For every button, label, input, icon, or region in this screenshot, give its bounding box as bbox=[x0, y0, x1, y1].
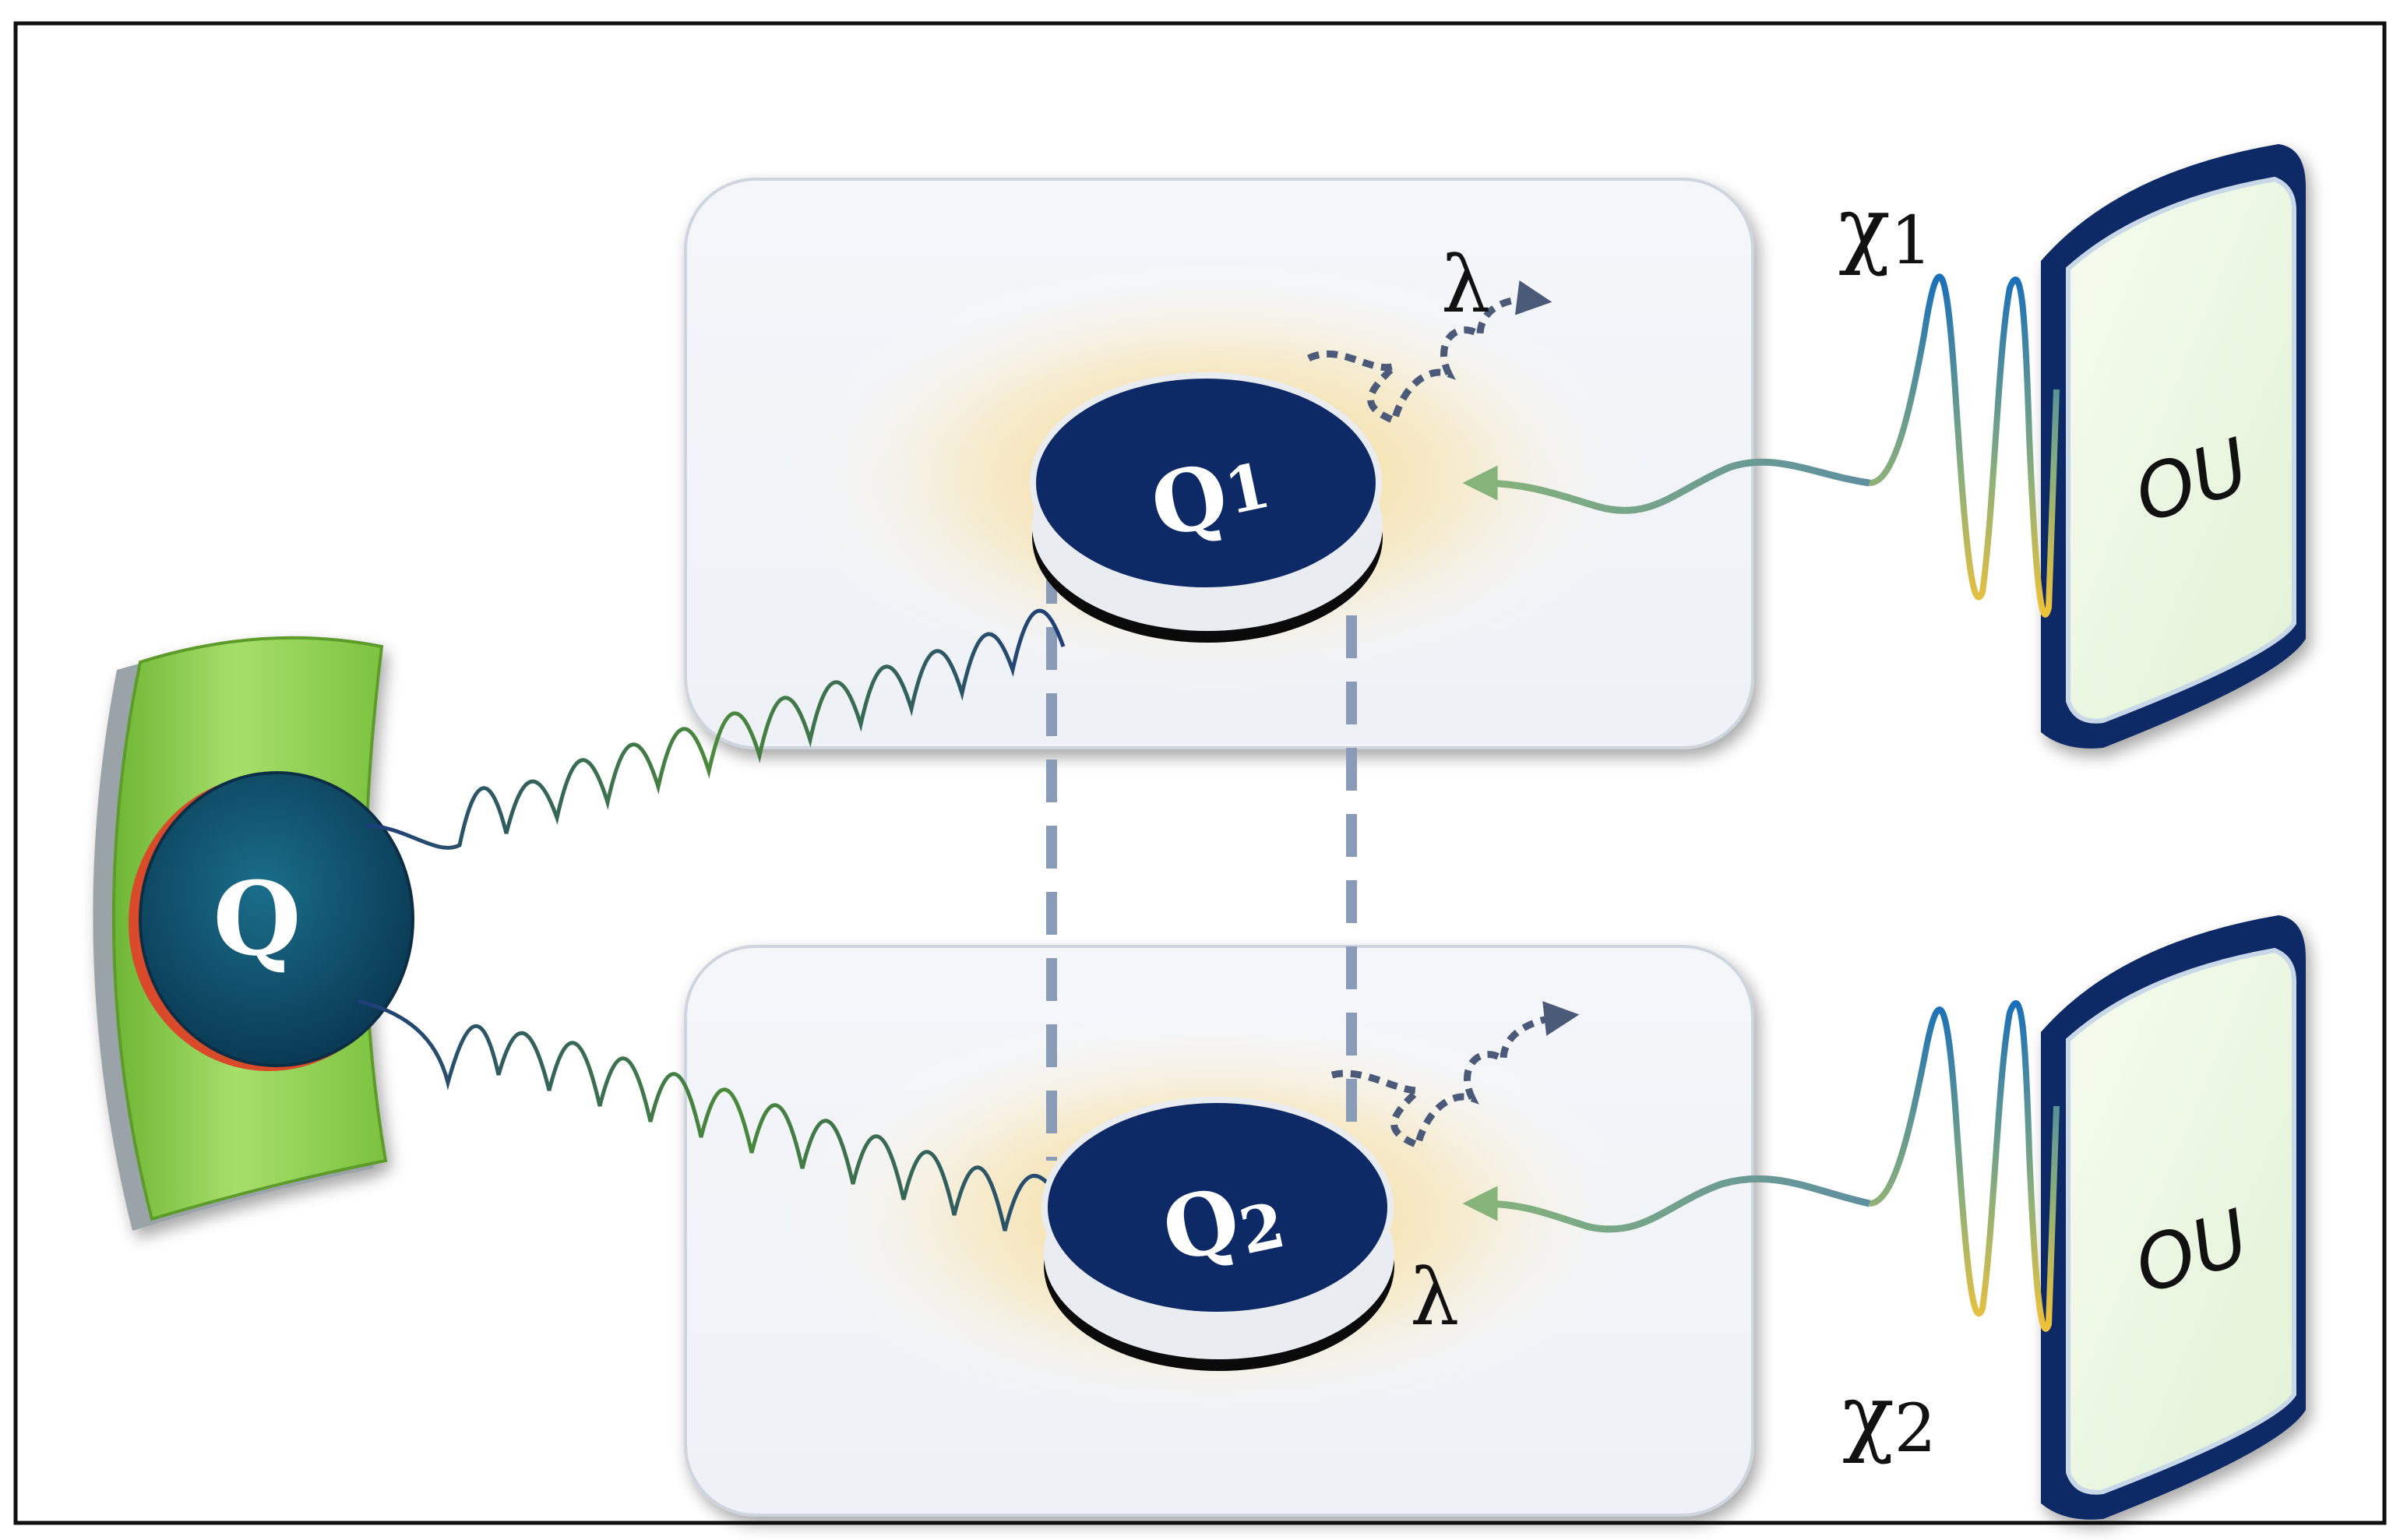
lambda-bottom-label: λ bbox=[1410, 1252, 1459, 1343]
drive-arrow-bottom bbox=[1462, 1175, 1870, 1233]
ou-unit-top bbox=[2041, 144, 2306, 749]
wave-to-q1 bbox=[365, 608, 1066, 850]
chi-pulse-top bbox=[1869, 273, 2060, 618]
lambda-top-label: λ bbox=[1441, 239, 1490, 330]
chi-2-label: χ2 bbox=[1842, 1366, 1937, 1468]
chi-pulse-bottom bbox=[1869, 1000, 2060, 1332]
dashed-link bbox=[1046, 561, 1357, 1161]
source-qubit-label: Q bbox=[213, 859, 301, 978]
wave-to-q2 bbox=[358, 999, 1108, 1256]
ou-unit-bottom bbox=[2041, 915, 2306, 1520]
drive-arrow-top bbox=[1462, 458, 1870, 514]
chi-1-label: χ1 bbox=[1838, 178, 1933, 280]
dissipation-arrow-top bbox=[1306, 280, 1552, 426]
source-core bbox=[139, 771, 414, 1067]
qubit-1 bbox=[1030, 372, 1383, 643]
dissipation-arrow-bottom bbox=[1330, 1001, 1580, 1151]
qubit-2 bbox=[1041, 1097, 1394, 1371]
